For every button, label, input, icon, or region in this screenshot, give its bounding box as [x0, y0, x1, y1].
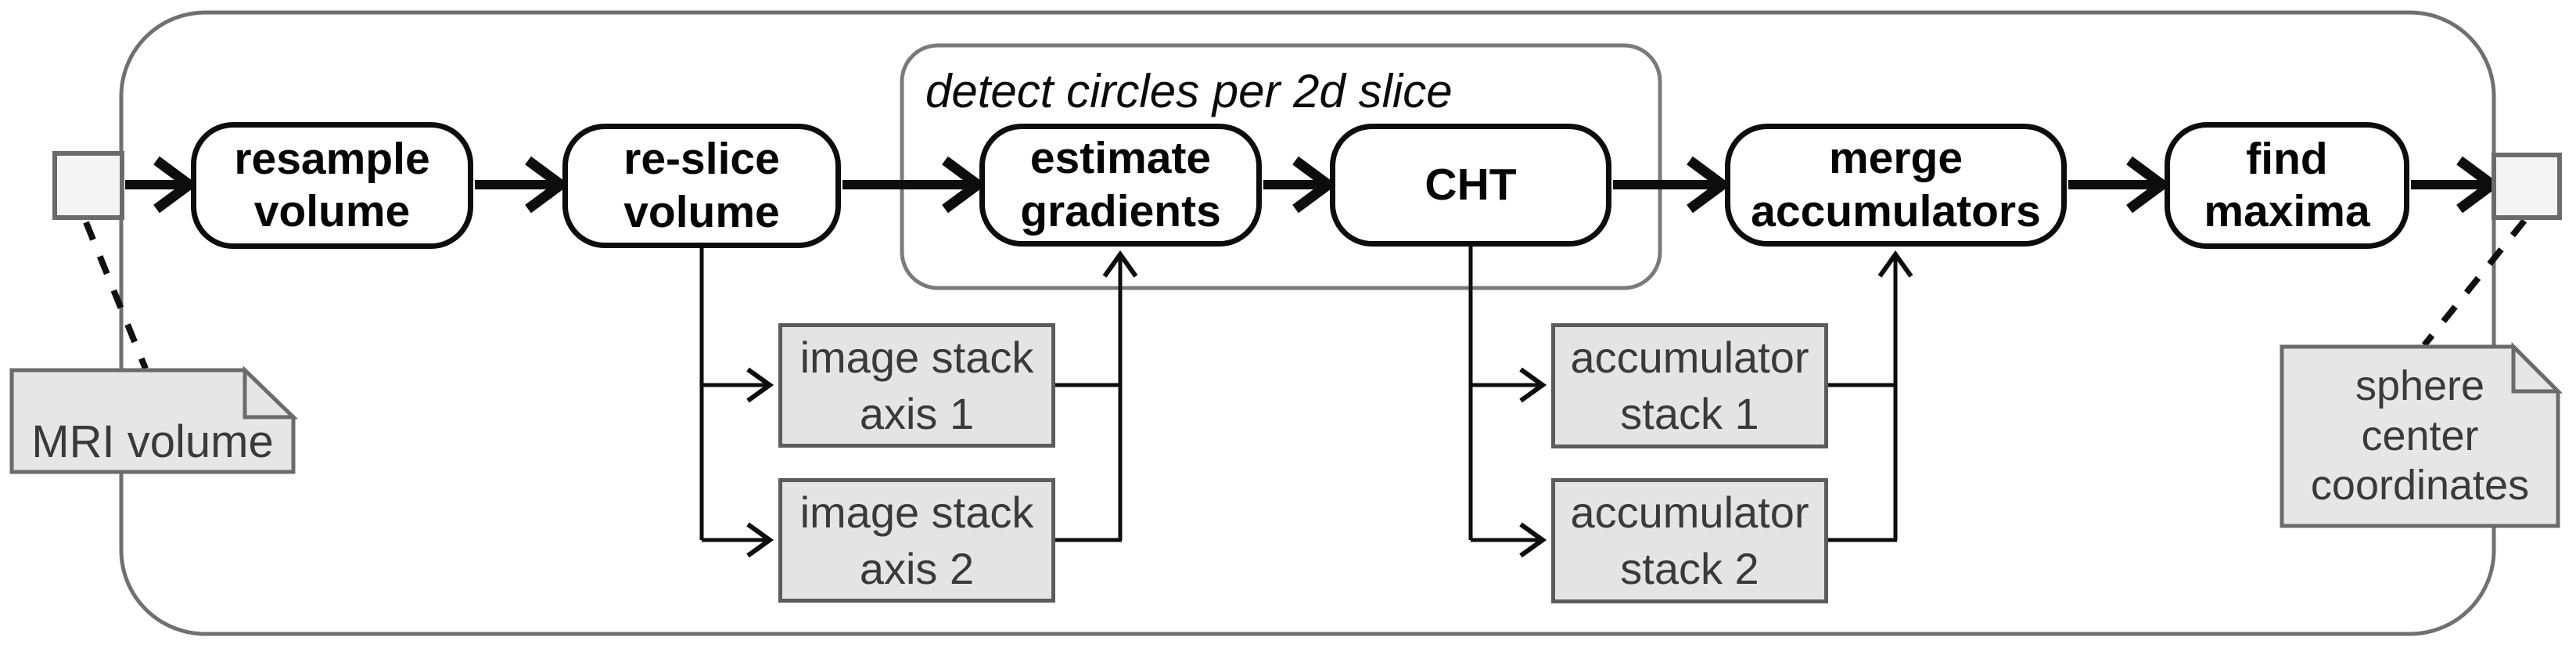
note-fold-sphere-center: [2511, 341, 2563, 394]
note-shape-mri-volume: [9, 368, 296, 474]
group-label-detect-circles: detect circles per 2d slice: [925, 65, 1453, 117]
output-port-square: [2492, 153, 2562, 220]
note-fold-mri-volume: [243, 365, 299, 419]
stack-box-image-axis-2: image stack axis 2: [778, 478, 1055, 603]
flow-node-merge-accumulators: merge accumulators: [1725, 124, 2067, 247]
flow-node-reslice-volume: re-slice volume: [562, 124, 841, 248]
stack-box-image-axis-1: image stack axis 1: [778, 323, 1055, 448]
dashed-link-output: [2421, 218, 2527, 347]
stack-box-accumulator-1: accumulator stack 1: [1551, 323, 1828, 448]
flow-node-cht: CHT: [1330, 124, 1611, 247]
dashed-link-input: [83, 221, 149, 370]
stack-box-accumulator-2: accumulator stack 2: [1551, 478, 1828, 603]
input-port-square: [52, 151, 124, 220]
flow-node-estimate-gradients: estimate gradients: [979, 124, 1262, 247]
flow-node-resample-volume: resample volume: [191, 122, 473, 249]
note-label-mri-volume: MRI volume: [31, 416, 274, 467]
note-shape-sphere-center: [2280, 344, 2560, 528]
note-label-sphere-center: sphere center coordinates: [2310, 362, 2530, 509]
flow-node-find-maxima: find maxima: [2165, 122, 2409, 249]
